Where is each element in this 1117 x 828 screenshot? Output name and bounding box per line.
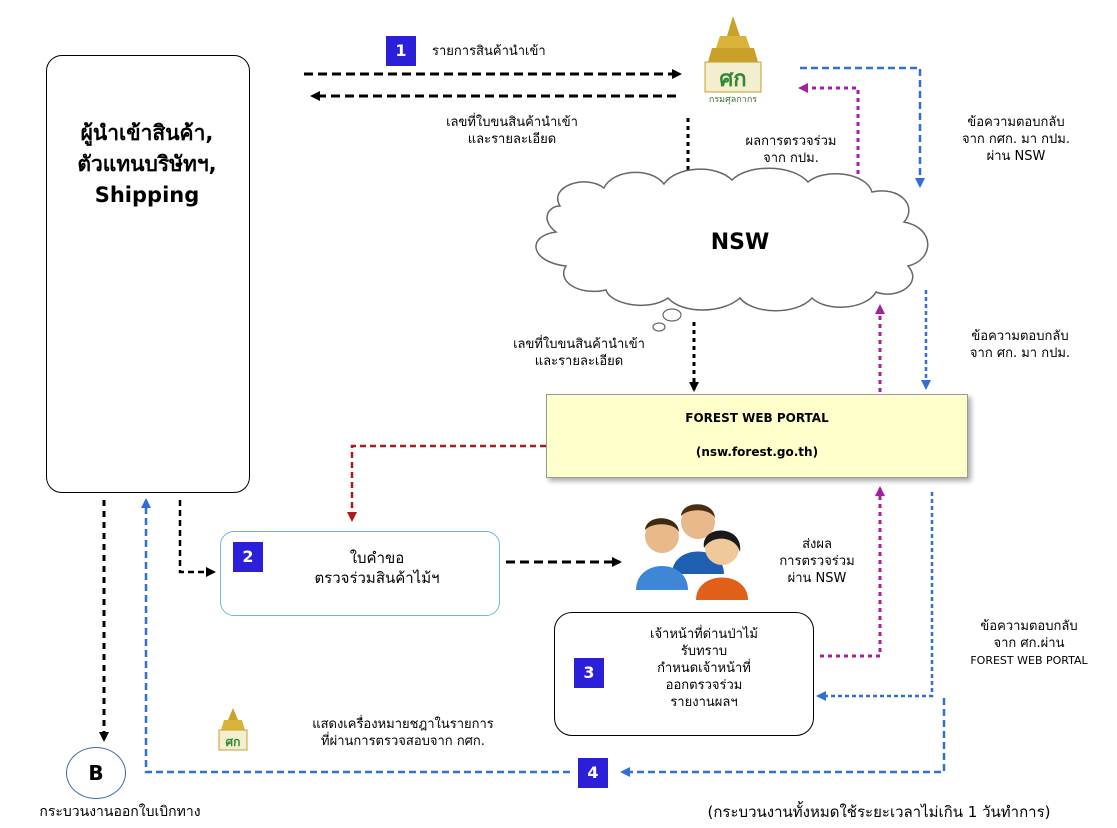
officer-task-label: เจ้าหน้าที่ด่านป่าไม้ รับทราบ กำหนดเจ้าห… <box>604 626 804 711</box>
waybill-top-line-2: และรายละเอียด <box>467 132 557 147</box>
officer-line-1: เจ้าหน้าที่ด่านป่าไม้ <box>650 627 758 642</box>
nsw-cloud <box>535 167 929 332</box>
waybill-label-mid: เลขที่ใบขนสินค้านำเข้า และรายละเอียด <box>484 336 674 370</box>
officer-line-2: รับทราบ <box>680 644 728 659</box>
arrow-portal-to-officers <box>816 492 934 701</box>
officer-line-4: ออกตรวจร่วม <box>665 678 743 693</box>
reply-portal-line-2: จาก ศก.ผ่าน <box>993 636 1065 651</box>
endpoint-caption: กระบวนงานออกใบเบิกทาง <box>39 804 201 820</box>
request-label: ใบคำขอ ตรวจร่วมสินค้าไม้ฯ <box>262 548 492 588</box>
reply-portal-line-1: ข้อความตอบกลับ <box>980 619 1078 634</box>
officer-line-5: รายงานผลฯ <box>670 695 738 710</box>
waybill-label-top: เลขที่ใบขนสินค้านำเข้า และรายละเอียด <box>412 114 612 148</box>
send-result-label: ส่งผล การตรวจร่วม ผ่าน NSW <box>762 536 872 587</box>
nsw-label: NSW <box>710 230 770 255</box>
reply-customs-line-3: ผ่าน NSW <box>986 149 1046 164</box>
request-box <box>220 531 500 616</box>
joint-result-label: ผลการตรวจร่วม จาก กปม. <box>726 133 856 167</box>
reply-forest-line-1: ข้อความตอบกลับ <box>971 329 1069 344</box>
mark-display-line-2: ที่ผ่านการตรวจสอบจาก กศก. <box>321 734 485 749</box>
svg-text:ศก: ศก <box>719 67 746 92</box>
step-3-badge: 3 <box>574 658 604 688</box>
reply-customs-line-1: ข้อความตอบกลับ <box>967 115 1065 130</box>
step-1-label: รายการสินค้านำเข้า <box>432 44 546 59</box>
reply-customs-line-2: จาก กศก. มา กปม. <box>961 132 1070 147</box>
importer-title-line-2: ตัวแทนบริษัทฯ, <box>77 152 217 176</box>
arrow-importer-to-request <box>178 500 216 577</box>
reply-forest-line-2: จาก ศก. มา กปม. <box>969 346 1071 361</box>
importer-title-line-3: Shipping <box>94 183 200 207</box>
arrow-portal-to-request <box>347 444 546 522</box>
arrow-customs-reply-to-nsw <box>800 66 925 188</box>
reply-portal-label: ข้อความตอบกลับ จาก ศก.ผ่าน FOREST WEB PO… <box>944 618 1114 669</box>
customs-logo-text: กรมศุลกากร <box>708 95 758 105</box>
waybill-top-line-1: เลขที่ใบขนสินค้านำเข้า <box>446 115 578 130</box>
request-line-2: ตรวจร่วมสินค้าไม้ฯ <box>314 569 440 587</box>
portal-url: (nsw.forest.go.th) <box>695 445 819 459</box>
reply-customs-label: ข้อความตอบกลับ จาก กศก. มา กปม. ผ่าน NSW <box>936 114 1096 165</box>
joint-result-line-1: ผลการตรวจร่วม <box>745 134 837 149</box>
svg-text:ศก: ศก <box>226 735 241 749</box>
waybill-mid-line-1: เลขที่ใบขนสินค้านำเข้า <box>513 337 645 352</box>
reply-forest-label: ข้อความตอบกลับ จาก ศก. มา กปม. <box>940 328 1100 362</box>
step-2-badge: 2 <box>233 542 263 572</box>
step-4-badge: 4 <box>578 758 608 788</box>
arrow-step4-to-importer <box>141 498 570 774</box>
arrow-nsw-to-customs <box>798 83 860 190</box>
mark-display-line-1: แสดงเครื่องหมายชฎาในรายการ <box>312 717 494 732</box>
request-line-1: ใบคำขอ <box>349 549 405 567</box>
arrow-officers-to-portal <box>820 486 885 658</box>
importer-title: ผู้นำเข้าสินค้า, ตัวแทนบริษัทฯ, Shipping <box>46 118 248 211</box>
officer-people-icon <box>636 504 748 600</box>
portal-title: FOREST WEB PORTAL <box>685 411 829 425</box>
arrow-portal-to-step4 <box>620 698 946 777</box>
customs-logo: ศก <box>704 16 762 93</box>
officer-line-3: กำหนดเจ้าหน้าที่ <box>657 661 751 676</box>
send-result-line-3: ผ่าน NSW <box>787 571 847 586</box>
reply-portal-line-3: FOREST WEB PORTAL <box>970 654 1088 667</box>
send-result-line-1: ส่งผล <box>802 537 832 552</box>
importer-title-line-1: ผู้นำเข้าสินค้า, <box>80 121 214 145</box>
send-result-line-2: การตรวจร่วม <box>779 554 855 569</box>
mark-display-label: แสดงเครื่องหมายชฎาในรายการ ที่ผ่านการตรว… <box>258 716 548 750</box>
forest-web-portal-box: FOREST WEB PORTAL (nsw.forest.go.th) <box>546 394 968 478</box>
footer-note: (กระบวนงานทั้งหมดใช้ระยะเวลาไม่เกิน 1 วั… <box>707 803 1051 821</box>
customs-mark-small: ศก <box>218 708 248 751</box>
joint-result-line-2: จาก กปม. <box>763 151 819 166</box>
endpoint-b: B <box>66 747 126 799</box>
importer-box <box>46 55 250 493</box>
waybill-mid-line-2: และรายละเอียด <box>534 354 624 369</box>
step-1-badge: 1 <box>386 36 416 66</box>
